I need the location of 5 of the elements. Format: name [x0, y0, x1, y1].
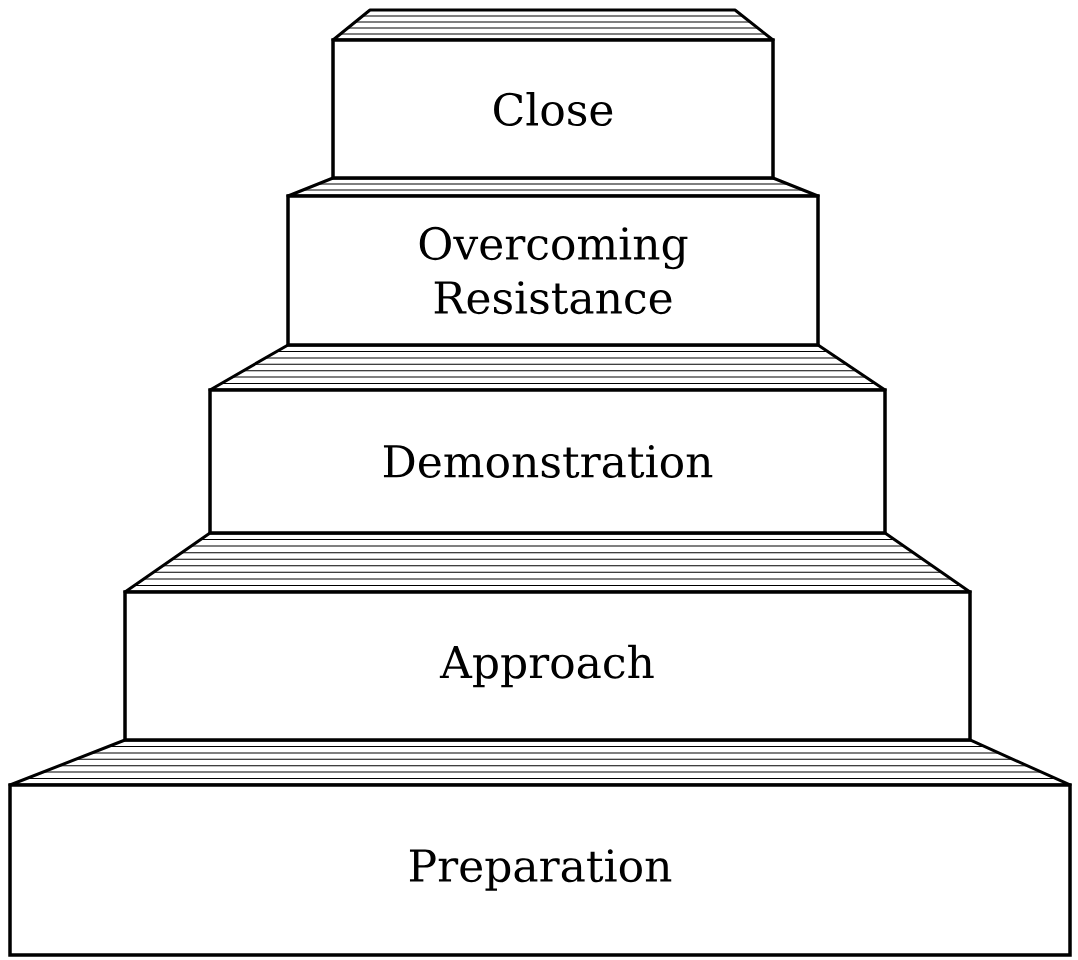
- step-box: Preparation: [8, 783, 1072, 957]
- step-box: Demonstration: [208, 388, 887, 535]
- step-box: Close: [331, 38, 775, 180]
- step-box: Approach: [123, 590, 972, 742]
- step-box: Overcoming Resistance: [286, 194, 820, 347]
